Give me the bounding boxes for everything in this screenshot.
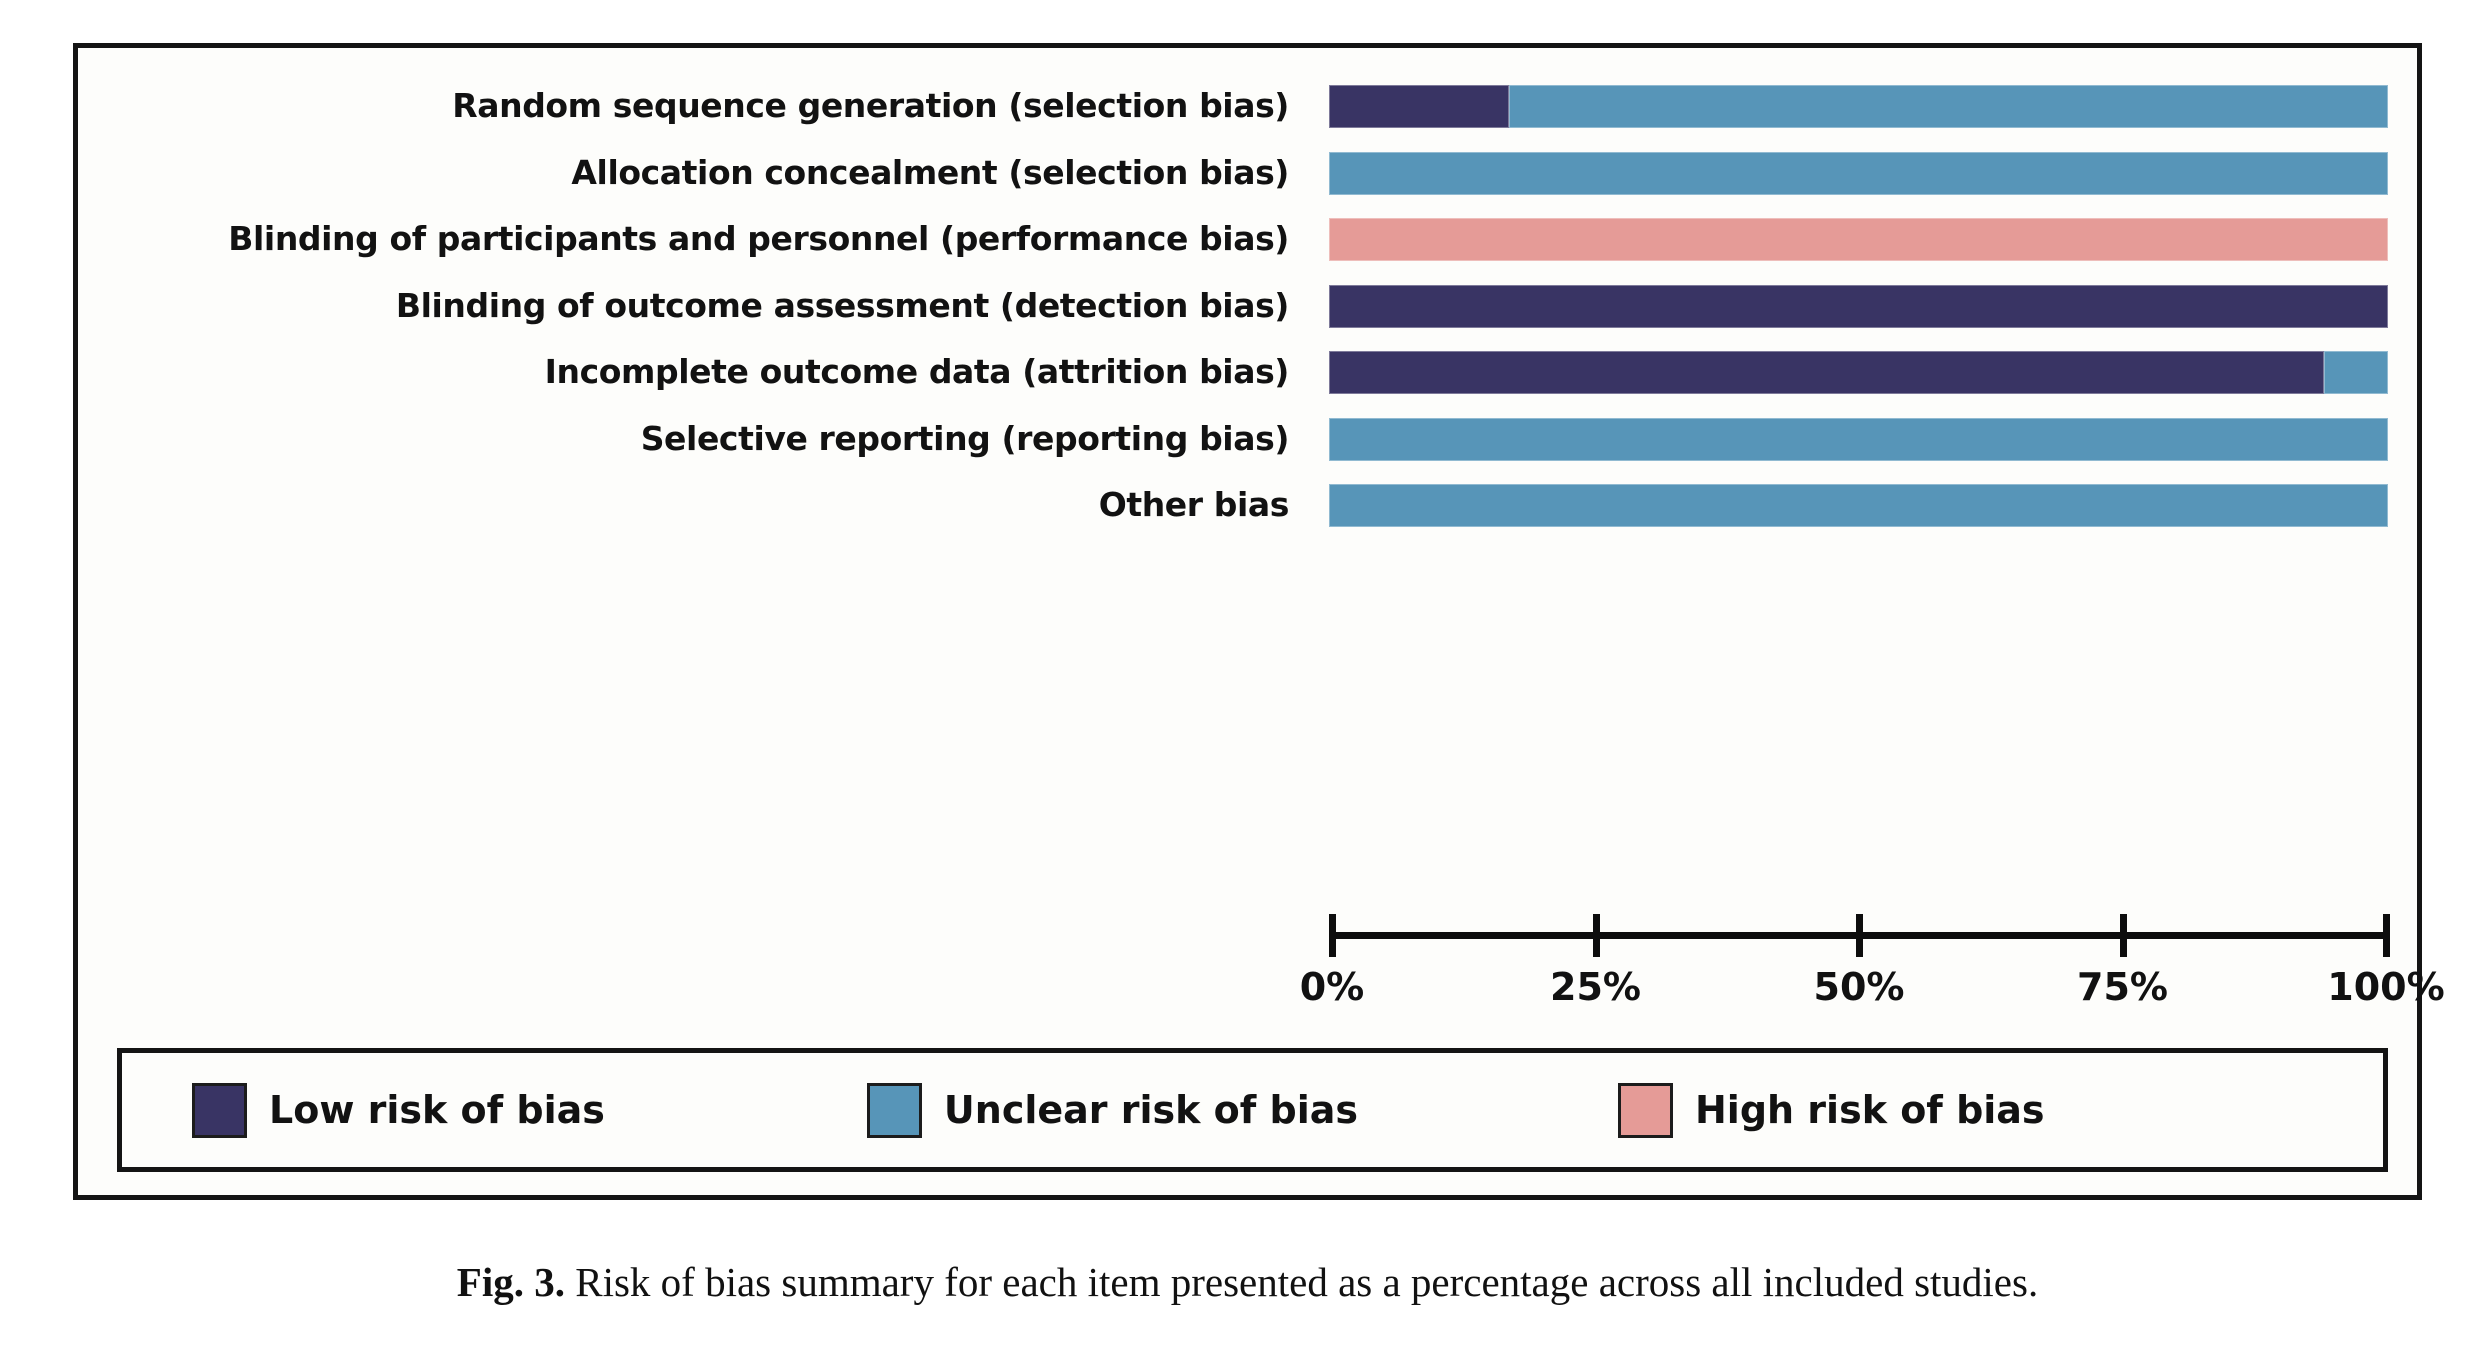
bar-segment-low bbox=[1329, 284, 2388, 328]
stacked-bar bbox=[1329, 218, 2388, 261]
caption-text: Risk of bias summary for each item prese… bbox=[575, 1259, 2039, 1305]
bar-row: Allocation concealment (selection bias) bbox=[78, 140, 2417, 207]
bar-row: Incomplete outcome data (attrition bias) bbox=[78, 339, 2417, 406]
bar-segment-unclear bbox=[1329, 417, 2388, 461]
bar-segment-unclear bbox=[1329, 484, 2388, 527]
bar-segment-unclear bbox=[1329, 151, 2388, 195]
bar-segment-high bbox=[1329, 218, 2388, 261]
legend-label-high: High risk of bias bbox=[1695, 1088, 2045, 1132]
plot-area: Random sequence generation (selection bi… bbox=[78, 48, 2417, 953]
legend: Low risk of bias Unclear risk of bias High… bbox=[117, 1048, 2388, 1172]
x-axis-tick-label: 50% bbox=[1813, 965, 1905, 1009]
bar-row-label: Random sequence generation (selection bi… bbox=[452, 86, 1289, 125]
bar-row: Other bias bbox=[78, 472, 2417, 539]
bar-segment-low bbox=[1329, 85, 1510, 128]
x-axis-tick-mark bbox=[2119, 914, 2127, 957]
x-axis-tick-mark bbox=[2383, 914, 2390, 957]
figure-frame: Random sequence generation (selection bi… bbox=[73, 43, 2445, 1200]
x-axis-tick-label: 75% bbox=[2077, 965, 2168, 1009]
bar-row-label: Blinding of participants and personnel (… bbox=[228, 219, 1289, 258]
x-axis-tick-label: 0% bbox=[1299, 965, 1365, 1009]
legend-item-high: High risk of bias bbox=[1618, 1053, 2045, 1167]
bar-row: Selective reporting (reporting bias) bbox=[78, 406, 2417, 473]
caption-label: Fig. 3. bbox=[456, 1259, 565, 1305]
bar-row-label: Incomplete outcome data (attrition bias) bbox=[544, 352, 1290, 391]
legend-label-low: Low risk of bias bbox=[269, 1088, 605, 1132]
stacked-bar bbox=[1329, 417, 2388, 461]
figure-caption: Fig. 3. Risk of bias summary for each it… bbox=[73, 1258, 2422, 1306]
stacked-bar bbox=[1329, 351, 2388, 394]
x-axis-tick-label: 25% bbox=[1550, 965, 1641, 1009]
x-axis-tick-mark bbox=[1592, 914, 1600, 957]
bar-row-label: Blinding of outcome assessment (detectio… bbox=[395, 285, 1290, 325]
legend-swatch-unclear bbox=[866, 1082, 922, 1138]
bar-segment-unclear bbox=[1509, 85, 2388, 128]
legend-item-unclear: Unclear risk of bias bbox=[866, 1053, 1358, 1167]
legend-label-unclear: Unclear risk of bias bbox=[943, 1088, 1358, 1132]
legend-swatch-low bbox=[192, 1082, 247, 1138]
legend-swatch-high bbox=[1618, 1082, 1673, 1138]
stacked-bar bbox=[1329, 484, 2388, 527]
x-axis-tick-label: 100% bbox=[2327, 965, 2445, 1009]
bar-row-label: Selective reporting (reporting bias) bbox=[640, 418, 1290, 458]
legend-item-low: Low risk of bias bbox=[192, 1053, 605, 1167]
bar-row: Random sequence generation (selection bi… bbox=[78, 73, 2417, 140]
bar-row-label: Other bias bbox=[1098, 485, 1290, 524]
bar-row: Blinding of outcome assessment (detectio… bbox=[78, 273, 2417, 340]
stacked-bar bbox=[1329, 151, 2388, 195]
x-axis-tick-mark bbox=[1329, 914, 1336, 957]
bar-segment-low bbox=[1329, 351, 2325, 394]
stacked-bar bbox=[1329, 85, 2388, 128]
bar-row-label: Allocation concealment (selection bias) bbox=[571, 152, 1289, 192]
x-axis-tick-mark bbox=[1856, 914, 1863, 957]
stacked-bar bbox=[1329, 284, 2388, 328]
bar-segment-unclear bbox=[2324, 351, 2388, 394]
bar-row: Blinding of participants and personnel (… bbox=[78, 206, 2417, 273]
